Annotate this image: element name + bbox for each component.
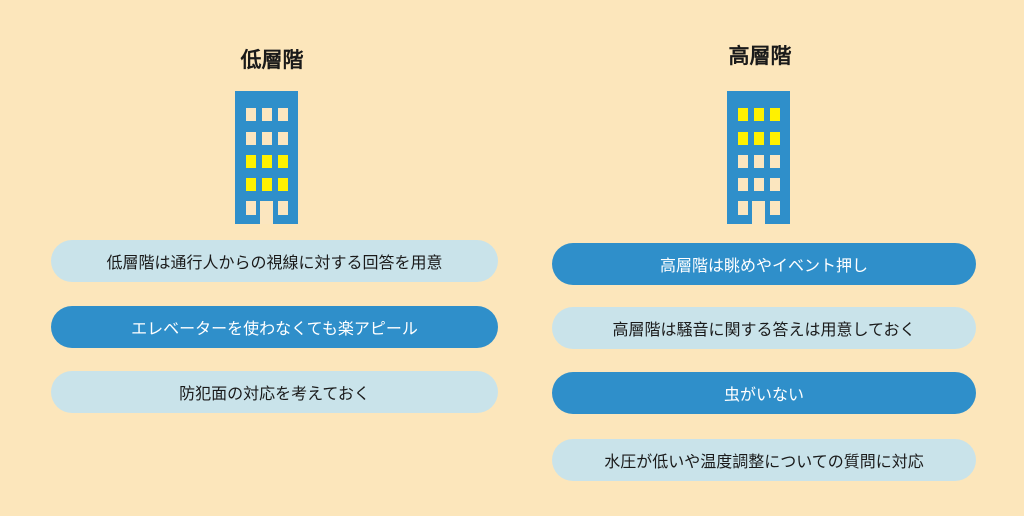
low-floor-point: 低層階は通行人からの視線に対する回答を用意 [51, 240, 498, 282]
title-high-floor: 高層階 [728, 44, 792, 68]
title-low-floor: 低層階 [240, 48, 304, 72]
high-floor-building-icon [727, 91, 790, 224]
low-floor-point: 防犯面の対応を考えておく [51, 371, 498, 413]
high-floor-point: 虫がいない [552, 372, 976, 414]
high-floor-point: 高層階は眺めやイベント押し [552, 243, 976, 285]
high-floor-point: 水圧が低いや温度調整についての質問に対応 [552, 439, 976, 481]
low-floor-point: エレベーターを使わなくても楽アピール [51, 306, 498, 348]
low-floor-building-icon [235, 91, 298, 224]
high-floor-point: 高層階は騒音に関する答えは用意しておく [552, 307, 976, 349]
